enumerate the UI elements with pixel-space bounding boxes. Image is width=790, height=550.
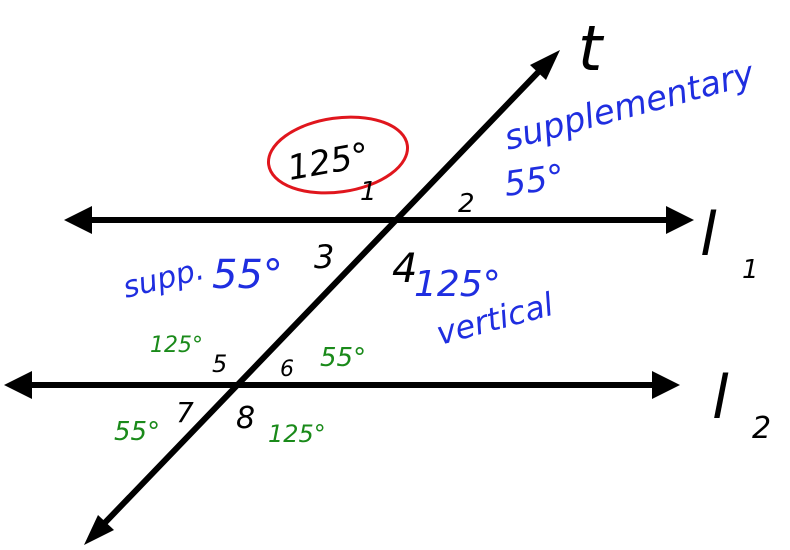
angle-3-number: 3 xyxy=(314,238,334,276)
angle-6-number: 6 xyxy=(280,357,294,382)
line-l1-label: l xyxy=(700,200,717,270)
angle-3-measure: 55° xyxy=(212,252,283,298)
transversal-t xyxy=(84,50,560,545)
transversal-top-arrow xyxy=(530,50,560,80)
line-l2-label: l xyxy=(712,363,729,433)
note-supp: supp. xyxy=(119,252,207,306)
angle-8-measure: 125° xyxy=(268,420,326,448)
line-l1-right-arrow xyxy=(666,206,694,234)
given-angle-circle xyxy=(266,115,410,195)
angle-4-number: 4 xyxy=(392,246,417,292)
transversal-bottom-arrow xyxy=(84,515,114,545)
angle-6-measure: 55° xyxy=(320,343,366,373)
angle-1-number: 1 xyxy=(360,177,377,207)
angle-4-measure: 125° xyxy=(414,264,501,305)
line-l2-left-arrow xyxy=(4,371,32,399)
angle-5-number: 5 xyxy=(212,350,227,378)
line-l1-left-arrow xyxy=(64,206,92,234)
angle-8-number: 8 xyxy=(236,401,255,436)
line-l1-subscript: 1 xyxy=(742,255,759,285)
line-l1 xyxy=(64,206,694,234)
line-l2-right-arrow xyxy=(652,371,680,399)
angle-2-measure: 55° xyxy=(502,157,567,205)
angle-5-measure: 125° xyxy=(150,333,203,358)
line-l2-subscript: 2 xyxy=(752,411,771,446)
angle-7-number: 7 xyxy=(176,396,194,429)
transversal-label: t xyxy=(578,12,605,85)
angle-7-measure: 55° xyxy=(114,417,160,447)
angle-2-number: 2 xyxy=(458,189,475,219)
line-l2 xyxy=(4,371,680,399)
